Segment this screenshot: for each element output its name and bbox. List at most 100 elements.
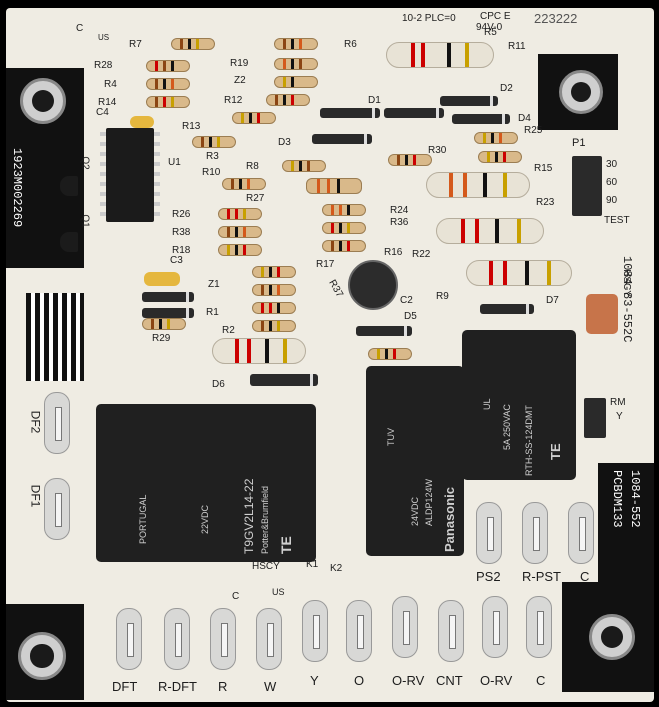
diode-d6 bbox=[250, 374, 318, 386]
ic-pins-left bbox=[100, 132, 106, 218]
label-r11: R11 bbox=[508, 41, 526, 52]
relay-k1-part: T9GV2L14-22 bbox=[242, 478, 256, 554]
terminal-c-right[interactable] bbox=[568, 502, 594, 564]
resistor-r36 bbox=[311, 222, 377, 234]
board-code: 10-2 PLC=0 bbox=[402, 13, 456, 24]
terminal-r-dft[interactable] bbox=[164, 608, 190, 670]
diode-d5 bbox=[356, 326, 412, 336]
terminal-cnt[interactable] bbox=[438, 600, 464, 662]
label-cnt: CNT bbox=[436, 673, 463, 688]
power-resistor-r22 bbox=[436, 218, 544, 244]
relay-k1: TE Potter&Brumfield T9GV2L14-22 22VDC PO… bbox=[96, 404, 316, 562]
relay-k1-sub: HSCY bbox=[252, 561, 280, 572]
label-d7: D7 bbox=[546, 295, 559, 306]
resistor-r4 bbox=[135, 78, 201, 90]
mounting-hole-bottom-left bbox=[18, 632, 66, 680]
resistor-r2 bbox=[357, 348, 423, 360]
label-w: W bbox=[264, 679, 277, 694]
label-r19: R19 bbox=[230, 58, 249, 69]
label-df2: DF2 bbox=[28, 410, 43, 434]
resistor-r7 bbox=[160, 38, 226, 50]
label-r35: R30 bbox=[428, 145, 447, 156]
header-pin-60: 60 bbox=[606, 177, 618, 188]
label-r13: R13 bbox=[182, 121, 201, 132]
label-r-dft: R-DFT bbox=[158, 679, 197, 694]
label-df1: DF1 bbox=[28, 484, 43, 508]
relay-k2-cert: TUV bbox=[386, 428, 396, 446]
terminal-ps2[interactable] bbox=[476, 502, 502, 564]
resistor-col-4 bbox=[241, 320, 307, 332]
terminal-c-bottom[interactable] bbox=[526, 596, 552, 658]
terminal-o-rv-2[interactable] bbox=[482, 596, 508, 658]
relay-k2-brand: Panasonic bbox=[442, 486, 457, 552]
header-pin-30: 30 bbox=[606, 159, 618, 170]
label-c-bottom: C bbox=[536, 673, 546, 688]
resistor-r30 bbox=[463, 132, 529, 144]
terminal-r-pst[interactable] bbox=[522, 502, 548, 564]
rm-label: RM bbox=[610, 397, 626, 408]
zener-z2 bbox=[263, 76, 329, 88]
resistor-r19 bbox=[263, 58, 329, 70]
transistor-q1 bbox=[60, 232, 78, 252]
label-r3: R3 bbox=[206, 151, 219, 162]
resistor-r35 bbox=[377, 154, 443, 166]
label-r27: R27 bbox=[246, 193, 265, 204]
resistor-col-1 bbox=[241, 266, 307, 278]
label-d6: D6 bbox=[212, 379, 225, 390]
diode-d1 bbox=[320, 108, 380, 118]
power-resistor-r11 bbox=[386, 42, 494, 68]
terminal-dft[interactable] bbox=[116, 608, 142, 670]
resistor-r8 bbox=[271, 160, 337, 172]
relay-k2: Panasonic ALDP124W 24VDC TUV bbox=[366, 366, 464, 556]
right-model-2: PCBDM133 bbox=[610, 470, 624, 528]
terminal-w[interactable] bbox=[256, 608, 282, 670]
label-hscy: HSCY bbox=[620, 269, 632, 297]
label-d5: D5 bbox=[404, 311, 417, 322]
label-r26: R26 bbox=[172, 209, 191, 220]
diode-d7 bbox=[480, 304, 534, 314]
label-q2: Q2 bbox=[79, 156, 91, 170]
label-r8: R8 bbox=[246, 161, 259, 172]
terminal-df2[interactable] bbox=[44, 392, 70, 454]
terminal-o[interactable] bbox=[346, 600, 372, 662]
resistor-r13 bbox=[221, 112, 287, 124]
lot-number: 223222 bbox=[534, 11, 578, 26]
relay-small-cert: UL bbox=[482, 398, 492, 410]
resistor-r17 bbox=[311, 240, 377, 252]
rm-jumper[interactable] bbox=[584, 398, 606, 438]
power-resistor-r23a bbox=[426, 172, 530, 198]
ul-us-bottom: US bbox=[272, 587, 285, 597]
relay-k1-brand: TE bbox=[278, 536, 294, 554]
label-r10: R10 bbox=[202, 167, 221, 178]
relay-k2-ref: K2 bbox=[330, 563, 343, 574]
resistor-r14 bbox=[135, 96, 201, 108]
relay-k1-origin: PORTUGAL bbox=[138, 494, 148, 544]
resistor-r38 bbox=[207, 226, 273, 238]
terminal-df1[interactable] bbox=[44, 478, 70, 540]
transistor-q2 bbox=[60, 176, 78, 196]
label-ps2: PS2 bbox=[476, 569, 501, 584]
ic-u1 bbox=[106, 128, 154, 222]
label-r18: R18 bbox=[172, 245, 191, 256]
label-r-pst: R-PST bbox=[522, 569, 561, 584]
label-r12: R12 bbox=[224, 95, 243, 106]
header-test: TEST bbox=[604, 215, 630, 226]
label-r28: R28 bbox=[94, 60, 113, 71]
label-c3: C3 bbox=[170, 255, 183, 266]
relay-small-part: RTH-SS-124DMT bbox=[524, 405, 534, 476]
label-r: R bbox=[218, 679, 228, 694]
label-r5: R5 bbox=[484, 27, 497, 38]
mounting-hole-top-left bbox=[20, 78, 66, 124]
label-q1: Q1 bbox=[79, 214, 91, 228]
jumper-header[interactable] bbox=[572, 156, 602, 216]
terminal-r[interactable] bbox=[210, 608, 236, 670]
resistor-col-3 bbox=[241, 302, 307, 314]
label-r25: R1 bbox=[206, 307, 219, 318]
capacitor-c4 bbox=[130, 116, 154, 128]
resistor-col-2 bbox=[241, 284, 307, 296]
label-d3: D3 bbox=[278, 137, 291, 148]
label-r31: R15 bbox=[534, 163, 553, 174]
zener-z1-diode bbox=[142, 292, 194, 302]
terminal-o-rv[interactable] bbox=[392, 596, 418, 658]
terminal-y[interactable] bbox=[302, 600, 328, 662]
